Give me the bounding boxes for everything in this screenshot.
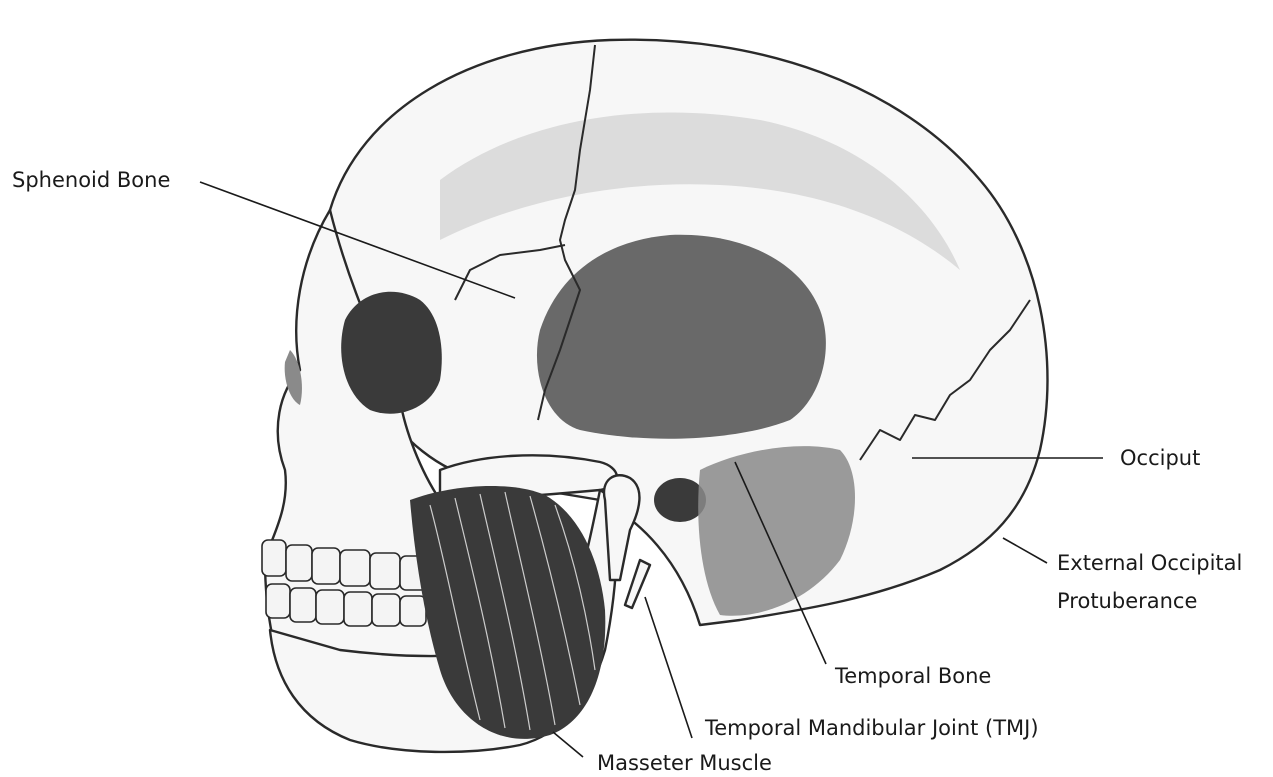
- orbit: [341, 292, 442, 414]
- label-occiput: Occiput: [1120, 445, 1200, 471]
- label-tmj: Temporal Mandibular Joint (TMJ): [705, 715, 1039, 741]
- label-temporal-bone: Temporal Bone: [835, 663, 991, 689]
- label-masseter-muscle: Masseter Muscle: [597, 750, 772, 776]
- label-protuberance: Protuberance: [1057, 588, 1197, 614]
- label-external-occipital: External Occipital: [1057, 550, 1242, 576]
- leader-masseter: [553, 732, 583, 757]
- leader-tmj: [645, 597, 692, 738]
- mandibular-condyle: [604, 475, 639, 580]
- label-sphenoid-bone: Sphenoid Bone: [12, 167, 170, 193]
- leader-external-occipital: [1003, 538, 1047, 563]
- ear-canal: [654, 478, 706, 522]
